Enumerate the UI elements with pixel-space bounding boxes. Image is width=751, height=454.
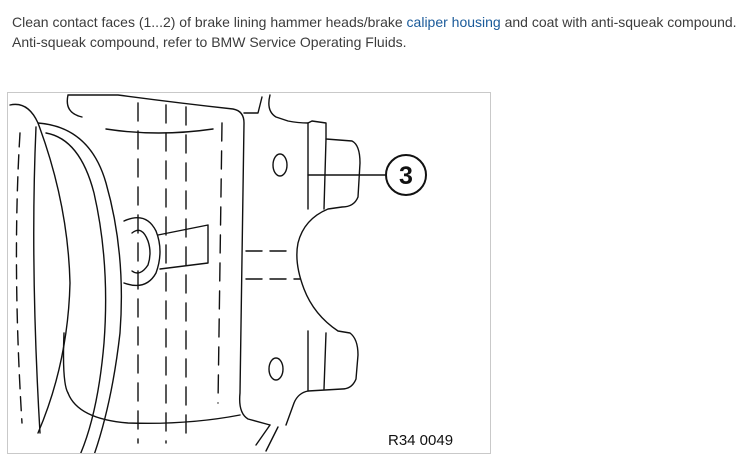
piston-bridge bbox=[157, 224, 209, 270]
instruction-text-before-link: Clean contact faces (1...2) of brake lin… bbox=[12, 14, 407, 30]
brake-disc-outline bbox=[9, 103, 71, 434]
figure-reference-code: R34 0049 bbox=[388, 432, 453, 449]
brake-line bbox=[255, 424, 279, 452]
brake-caliper-figure: 3 R34 0049 bbox=[7, 92, 491, 454]
caliper-housing-link[interactable]: caliper housing bbox=[406, 14, 501, 30]
callout-circle bbox=[385, 154, 427, 196]
caliper-carrier-outline bbox=[243, 94, 361, 426]
piston-boot-inner bbox=[131, 229, 151, 274]
instruction-line-2: Anti-squeak compound, refer to BMW Servi… bbox=[12, 34, 407, 50]
upper-mounting-hole bbox=[272, 153, 288, 177]
brake-disc-edge bbox=[37, 122, 123, 453]
caliper-upper-edge bbox=[105, 128, 214, 134]
hidden-line-4 bbox=[217, 122, 223, 404]
hub-line bbox=[33, 126, 41, 434]
instruction-text-after-link: and coat with anti-squeak compound. bbox=[500, 14, 737, 30]
caliper-body-outline bbox=[66, 94, 271, 426]
carrier-upper-ear bbox=[307, 122, 327, 210]
piston-boot bbox=[123, 217, 161, 287]
lower-mounting-hole bbox=[268, 357, 284, 381]
instruction-text: Clean contact faces (1...2) of brake lin… bbox=[12, 12, 748, 52]
caliper-lower-left-edge bbox=[62, 332, 69, 394]
instruction-line-1: Clean contact faces (1...2) of brake lin… bbox=[12, 12, 748, 32]
carrier-hidden-lines bbox=[245, 250, 301, 280]
brake-caliper-drawing: 3 R34 0049 bbox=[9, 94, 453, 453]
caliper-lower-edge bbox=[67, 392, 241, 425]
hub-hidden-line bbox=[15, 132, 23, 424]
carrier-lower-ear bbox=[307, 330, 327, 392]
brake-disc-inner-edge bbox=[45, 132, 107, 453]
callout-number: 3 bbox=[399, 162, 413, 190]
